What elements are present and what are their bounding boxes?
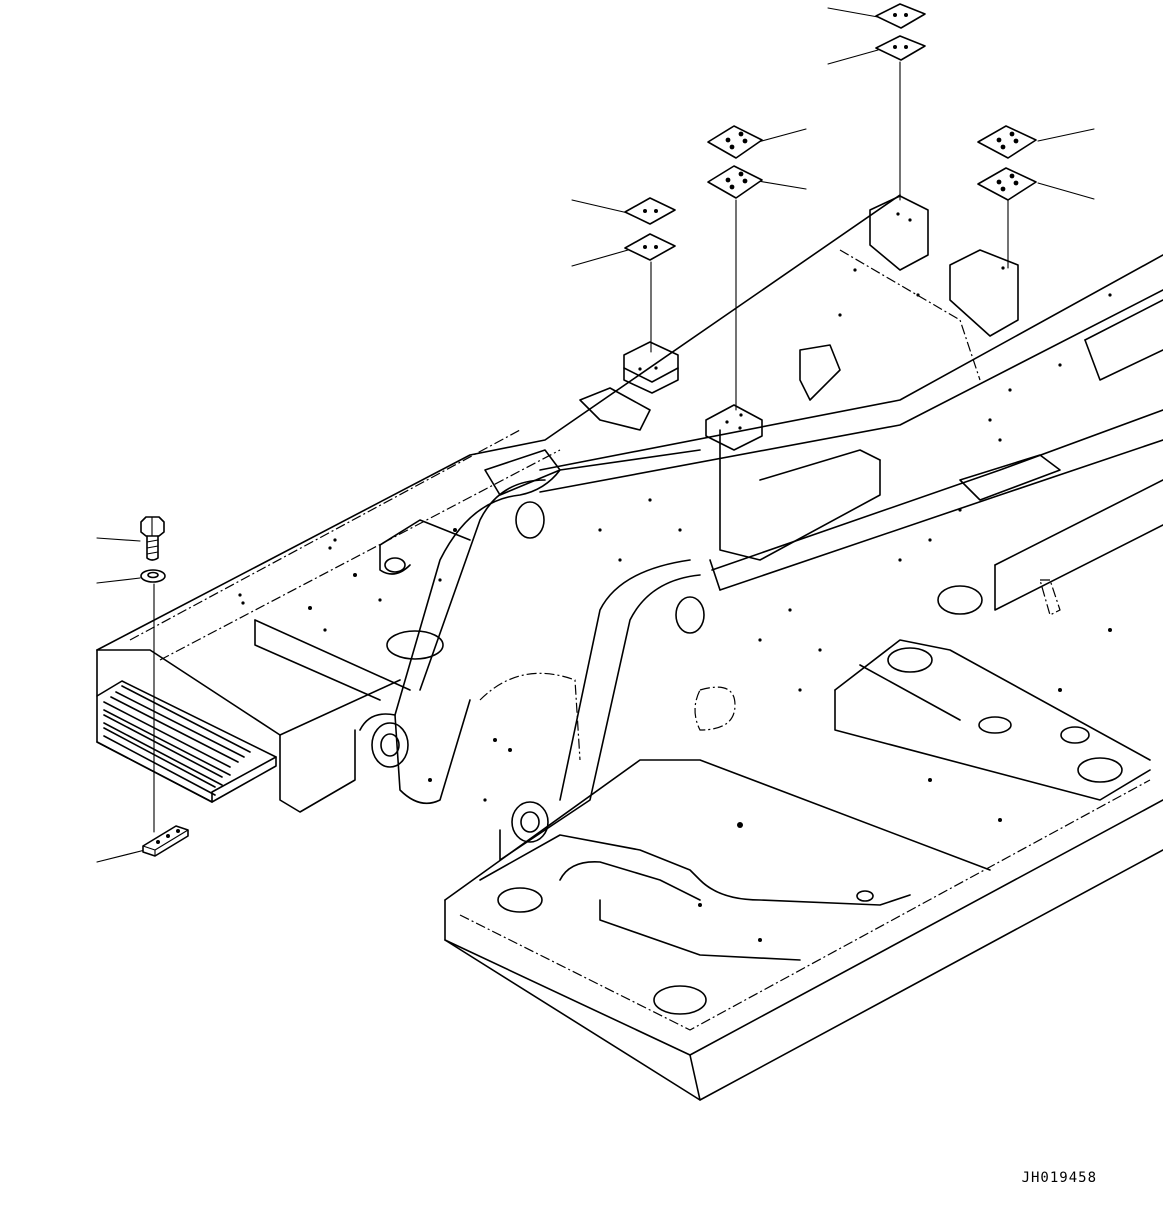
revolving-frame — [96, 194, 1163, 1101]
shim-plate-2-hole-left-lower — [624, 233, 676, 261]
shim-plate-4-hole-center-upper — [707, 125, 763, 159]
nut-plate-icon — [142, 825, 189, 857]
shim-plate-4-hole-center-lower — [707, 165, 763, 199]
leader-lines — [96, 7, 1095, 863]
step-icon — [96, 680, 277, 803]
figure-code: JH019458 — [1021, 1170, 1097, 1186]
shim-plate-4-hole-right-upper — [977, 125, 1037, 159]
shim-plate-2-hole-left-upper — [624, 197, 676, 225]
bolt-icon — [140, 516, 165, 561]
shim-plate-2-hole-top — [875, 3, 926, 29]
shim-plate-2-hole-second — [875, 35, 926, 61]
frame-bolt-holes — [238, 212, 1112, 942]
shim-plate-4-hole-right-lower — [977, 167, 1037, 201]
alignment-lines — [153, 61, 1009, 833]
washer-icon — [140, 569, 166, 583]
